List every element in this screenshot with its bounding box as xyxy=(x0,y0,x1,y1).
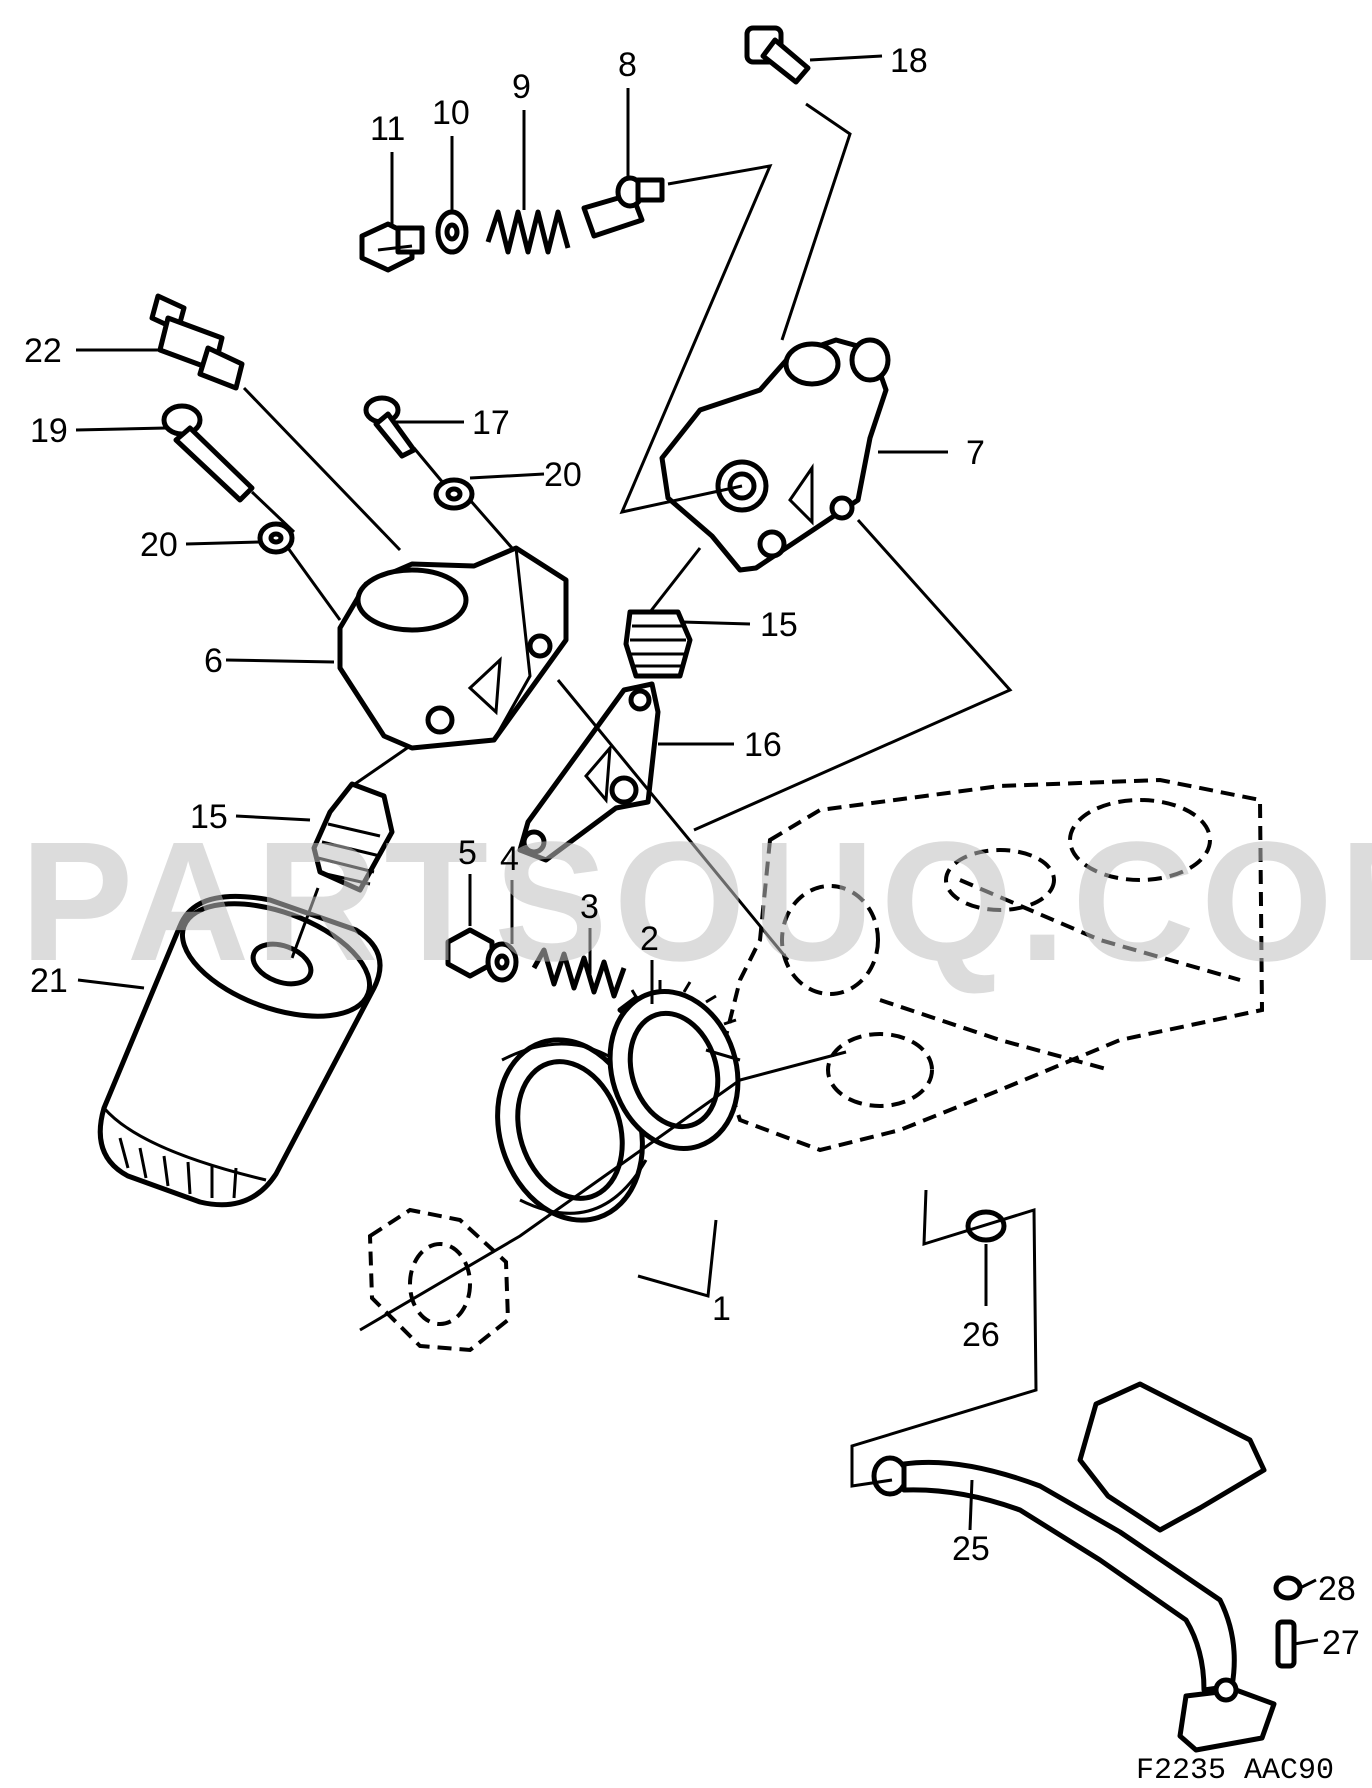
part-16-gasket[interactable] xyxy=(517,681,661,863)
part-25-pickup-pipe[interactable] xyxy=(871,1381,1277,1753)
part-20-washer-left[interactable] xyxy=(257,521,295,555)
callout-leaders xyxy=(75,54,1319,1646)
part-4-washer[interactable] xyxy=(485,941,519,983)
callout-5[interactable]: 5 xyxy=(458,834,477,872)
callout-15-lower[interactable]: 15 xyxy=(190,798,228,836)
callout-11[interactable]: 11 xyxy=(370,110,405,148)
callout-22[interactable]: 22 xyxy=(24,332,62,370)
part-18-bolt[interactable] xyxy=(744,25,811,85)
callout-16[interactable]: 16 xyxy=(744,726,782,764)
callout-25[interactable]: 25 xyxy=(952,1530,990,1568)
part-6-housing[interactable] xyxy=(337,545,569,751)
part-7-housing[interactable] xyxy=(659,337,891,573)
callout-15-upper[interactable]: 15 xyxy=(760,606,798,644)
figure-code: F2235 AAC90 xyxy=(1136,1754,1334,1788)
callout-7[interactable]: 7 xyxy=(966,434,985,472)
callout-20-right[interactable]: 20 xyxy=(544,456,582,494)
callout-18[interactable]: 18 xyxy=(890,42,928,80)
callout-1[interactable]: 1 xyxy=(712,1290,731,1328)
part-19-bolt[interactable] xyxy=(161,403,255,503)
callout-6[interactable]: 6 xyxy=(204,642,223,680)
part-22-sender[interactable] xyxy=(149,293,245,391)
part-21-oil-filter[interactable] xyxy=(97,881,384,1208)
assembly-lines xyxy=(242,102,1038,1488)
callout-9[interactable]: 9 xyxy=(512,68,531,106)
part-8-piston[interactable] xyxy=(581,175,665,239)
part-17-bolt[interactable] xyxy=(363,395,417,459)
pump-cover-outline xyxy=(367,1207,511,1353)
part-9-spring[interactable] xyxy=(485,209,571,255)
callout-17[interactable]: 17 xyxy=(472,404,510,442)
callout-4[interactable]: 4 xyxy=(500,840,519,878)
callout-28[interactable]: 28 xyxy=(1318,1570,1356,1608)
callout-3[interactable]: 3 xyxy=(580,888,599,926)
part-10-washer[interactable] xyxy=(435,209,469,255)
callout-21[interactable]: 21 xyxy=(30,962,68,1000)
callout-10[interactable]: 10 xyxy=(432,94,470,132)
watermark: PARTSOUQ.COM xyxy=(20,807,1372,997)
part-28-washer[interactable] xyxy=(1273,1575,1303,1601)
part-11-plug[interactable] xyxy=(359,221,425,273)
callout-27[interactable]: 27 xyxy=(1322,1624,1360,1662)
part-3-spring[interactable] xyxy=(531,947,627,999)
callout-20-left[interactable]: 20 xyxy=(140,526,178,564)
callout-numbers: 18 11 10 9 8 22 19 17 20 20 7 6 15 16 15… xyxy=(24,42,1360,1662)
part-15-sleeve-upper[interactable] xyxy=(623,609,693,679)
part-15-sleeve-lower[interactable] xyxy=(311,781,395,893)
part-27-bolt[interactable] xyxy=(1275,1619,1297,1669)
callout-19[interactable]: 19 xyxy=(30,412,68,450)
callout-8[interactable]: 8 xyxy=(618,46,637,84)
callout-26[interactable]: 26 xyxy=(962,1316,1000,1354)
part-20-washer-right[interactable] xyxy=(433,477,475,511)
engine-block-outline xyxy=(717,777,1265,1153)
part-1-inner-gear[interactable] xyxy=(590,975,757,1165)
callout-2[interactable]: 2 xyxy=(640,920,659,958)
